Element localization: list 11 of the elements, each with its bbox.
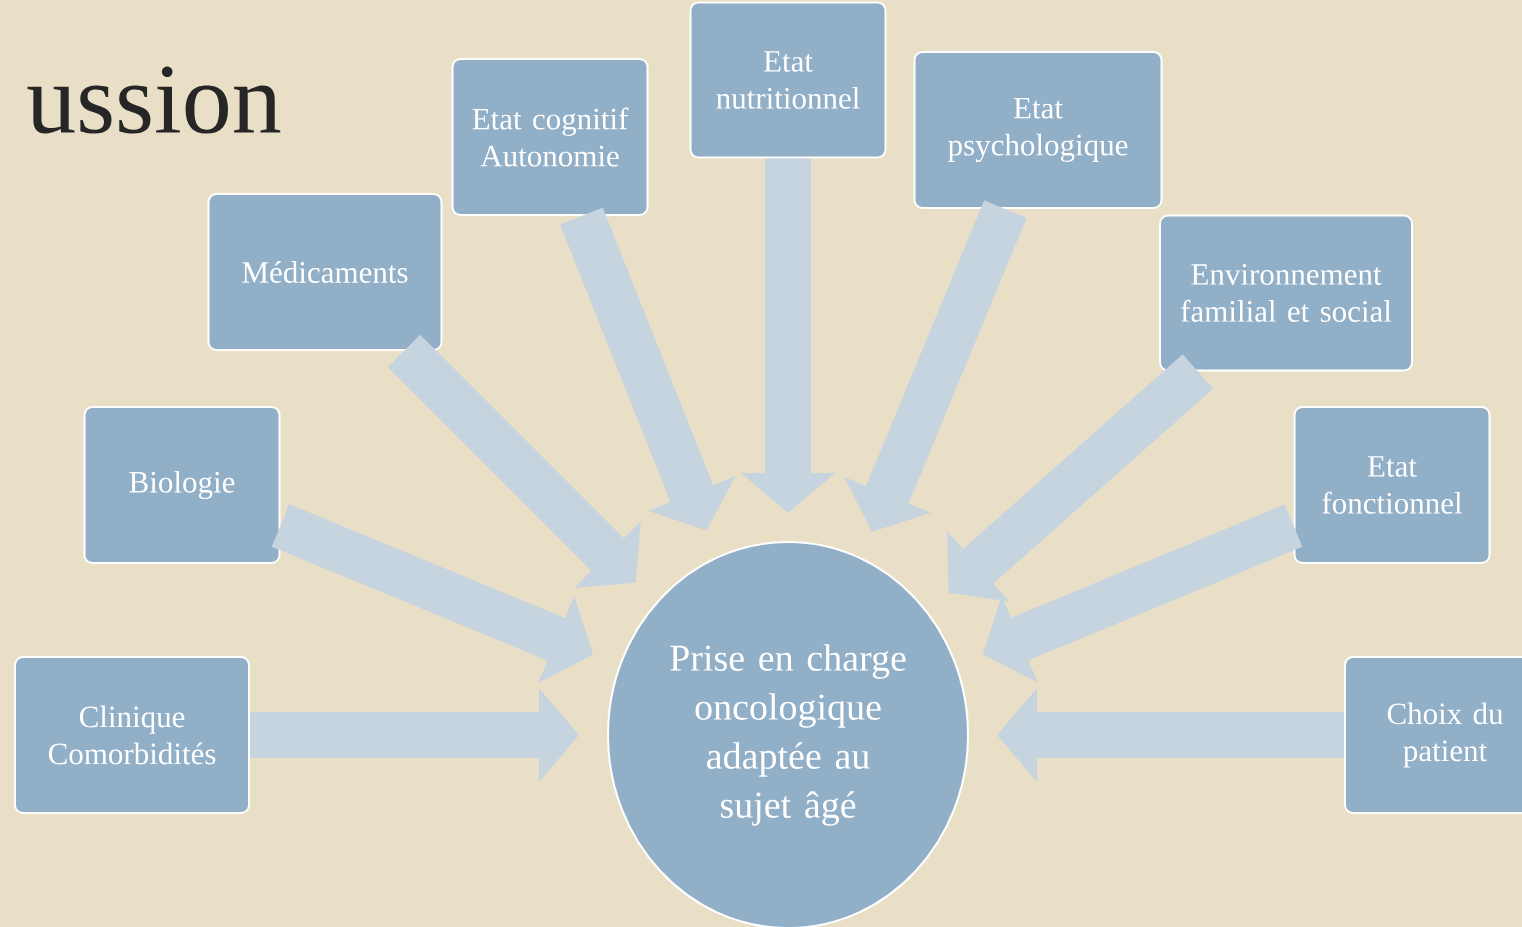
factor-box: Etat fonctionnel xyxy=(1293,406,1491,564)
title: ussion xyxy=(27,66,281,134)
factor-box: Médicaments xyxy=(207,193,443,351)
factor-box: Clinique Comorbidités xyxy=(14,656,250,814)
factor-box: Choix du patient xyxy=(1344,656,1522,814)
factor-box: Environnement familial et social xyxy=(1159,214,1413,372)
factor-box: Biologie xyxy=(83,406,281,564)
block-arrow xyxy=(947,354,1214,602)
factor-box: Etat cognitif Autonomie xyxy=(451,58,649,216)
factor-box: Etat psychologique xyxy=(913,51,1163,209)
factor-box: Etat nutritionnel xyxy=(689,1,887,159)
